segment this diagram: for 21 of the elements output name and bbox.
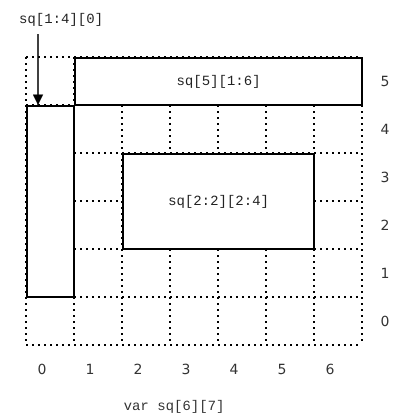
row-index: 0 bbox=[380, 314, 390, 330]
column-index: 6 bbox=[326, 362, 334, 378]
column-index: 0 bbox=[38, 362, 46, 378]
block-slice-box bbox=[122, 153, 315, 250]
column-slice-box bbox=[26, 105, 75, 298]
column-index: 4 bbox=[230, 362, 238, 378]
row-index: 2 bbox=[380, 218, 390, 234]
row-index: 1 bbox=[380, 266, 390, 282]
row-index: 5 bbox=[380, 74, 390, 90]
column-index: 2 bbox=[134, 362, 142, 378]
column-index: 1 bbox=[86, 362, 94, 378]
column-index: 3 bbox=[182, 362, 190, 378]
slice-label: sq[2:2][2:4] bbox=[168, 194, 269, 210]
arrow bbox=[32, 34, 44, 105]
row-index: 3 bbox=[380, 170, 390, 186]
row-index: 4 bbox=[380, 122, 390, 138]
slice-label: sq[1:4][0] bbox=[5, 8, 117, 32]
column-index: 5 bbox=[278, 362, 286, 378]
slice-label: sq[5][1:6] bbox=[176, 74, 260, 90]
row-slice-box bbox=[74, 57, 363, 106]
caption: var sq[6][7] bbox=[124, 399, 224, 415]
